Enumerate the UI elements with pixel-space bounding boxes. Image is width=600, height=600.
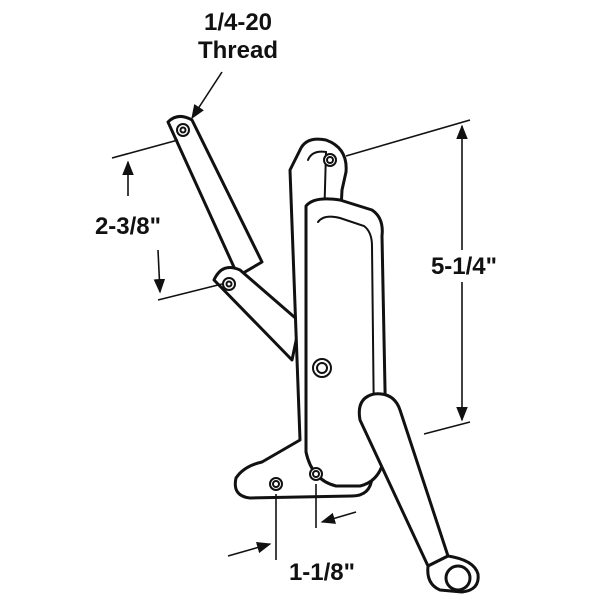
hole-spacing-dimension bbox=[227, 484, 357, 560]
upper-arm bbox=[166, 115, 264, 278]
housing-hole bbox=[312, 358, 332, 378]
arm-spacing-label: 2-3/8" bbox=[95, 213, 161, 240]
bottom-mount-hole-left bbox=[269, 477, 283, 491]
thread-word-label: Thread bbox=[198, 37, 278, 64]
thread-callout bbox=[191, 71, 223, 120]
arm-spacing-dimension bbox=[111, 139, 223, 301]
overall-height-label: 5-1/4" bbox=[431, 253, 497, 280]
overall-height-dimension bbox=[345, 119, 471, 435]
crank-handle bbox=[357, 392, 480, 594]
crank-knob bbox=[444, 564, 472, 592]
hole-spacing-label: 1-1/8" bbox=[289, 559, 355, 586]
top-mount-hole bbox=[323, 153, 337, 167]
bottom-mount-hole-right bbox=[309, 467, 323, 481]
lower-arm bbox=[212, 266, 302, 362]
thread-size-label: 1/4-20 bbox=[204, 9, 272, 36]
linkage-arms bbox=[166, 115, 302, 362]
